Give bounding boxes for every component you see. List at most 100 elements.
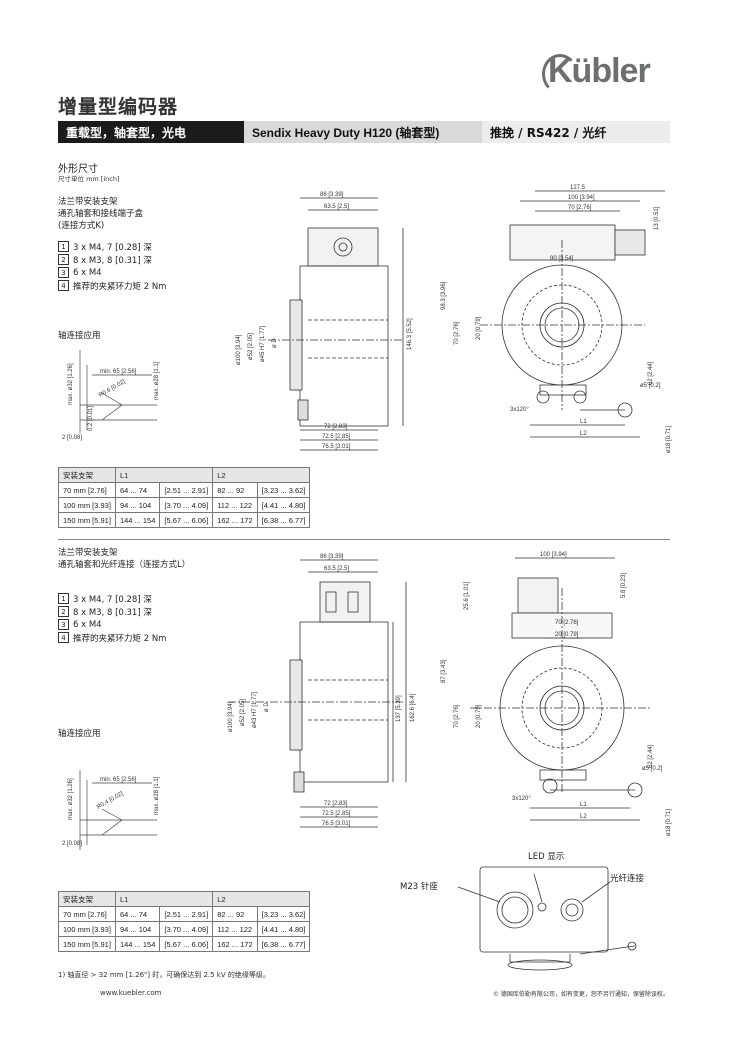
fiber-label: 光纤连接: [610, 874, 645, 884]
dim-label: 72 [2.83]: [324, 424, 348, 430]
front-view-drawing-1: 127.5 100 [3.94] 70 [2.76] 13 [0.51] 98.…: [441, 185, 672, 453]
dim-label: 13 [0.51]: [654, 206, 660, 230]
section1-title: 法兰带安装支架 通孔轴套和接线端子盒 (连接方式K): [58, 197, 144, 231]
section2-title: 法兰带安装支架 通孔轴套和光纤连接（连接方式L）: [58, 548, 191, 570]
m23-label: M23 针座: [400, 882, 438, 892]
shaft-dim: 2 [0.08]: [62, 435, 82, 441]
dim-label: 70 [2.76]: [555, 620, 579, 626]
dim-label: 62 [2.44]: [648, 361, 654, 385]
led-label: LED 显示: [528, 852, 565, 862]
copyright: © 德国库伯勒有限公司，如有变更，恕不另行通知，保留除误权。: [493, 991, 669, 998]
page-title: 增量型编码器: [58, 96, 179, 118]
dim-label: 20 [0.79]: [476, 704, 482, 728]
front-view-drawing-2: 100 [3.94] 70 [2.76] 20 [0.79] 25.6 [1.0…: [441, 552, 672, 836]
shaft-dim: max. ø32 [1.26]: [68, 778, 74, 820]
dim-label: ø45 H7 [1.77]: [260, 325, 266, 362]
dim-label: 162.6 [6.4]: [410, 693, 416, 722]
dim-label: 72 [2.83]: [324, 801, 348, 807]
dim-label: L2: [580, 431, 587, 437]
section1-shaft-label: 轴连接应用: [58, 331, 101, 341]
dim-label: 90 [3.54]: [550, 256, 574, 262]
table-row: 100 mm [3.93]94 ... 104[3.70 ... 4.09]11…: [58, 921, 311, 937]
header-product: Sendix Heavy Duty H120 (轴套型): [244, 121, 482, 143]
product-header-bar: 重载型，轴套型，光电 Sendix Heavy Duty H120 (轴套型) …: [58, 121, 670, 143]
shaft-dim: R0.4 [0.02]: [96, 791, 125, 811]
brand-logo: Kübler: [542, 52, 651, 94]
shaft-dim: min. 65 [2.56]: [100, 369, 137, 375]
shaft-dim: 2 [0.08]: [62, 841, 82, 847]
dim-label: 70 [2.76]: [568, 205, 592, 211]
shaft-dim: max. ø28 [1.1]: [154, 776, 160, 815]
dim-label: ø100 [3.94]: [228, 701, 234, 732]
dim-label: ø18 [0.71]: [666, 426, 672, 453]
website-link[interactable]: www.kuebler.com: [100, 989, 162, 997]
dim-label: 62 [2.44]: [648, 744, 654, 768]
logo-arc-icon: [542, 54, 578, 94]
dim-label: 87 [3.43]: [441, 659, 447, 683]
side-view-drawing-2: 86 [3.39] 63.5 [2.5] 72 [2.83] 72.5 [2.8…: [228, 554, 416, 828]
dim-label: 25.6 [1.01]: [464, 581, 470, 610]
dimensions-unit: 尺寸单位 mm [inch]: [58, 175, 120, 183]
table-header-row: 安装支架 L1 L2: [58, 467, 311, 483]
dim-label: 137 [5.39]: [396, 695, 402, 722]
dim-label: 72.5 [2.85]: [322, 811, 351, 817]
dim-label: 100 [3.94]: [568, 195, 595, 201]
table-row: 150 mm [5.91]144 ... 154[5.67 ... 6.06]1…: [58, 512, 311, 528]
dim-label: 86 [3.39]: [320, 192, 344, 198]
dim-label: 76.5 [3.01]: [322, 444, 351, 450]
dim-label: 3x120°: [512, 796, 531, 802]
shaft-detail-drawing-2: min. 65 [2.56] max. ø32 [1.26] R0.4 [0.0…: [62, 770, 160, 850]
dim-label: L2: [580, 814, 587, 820]
dim-label: 70 [2.76]: [454, 321, 460, 345]
dim-label: ø52 [2.05]: [240, 699, 246, 726]
table-row: 150 mm [5.91]144 ... 154[5.67 ... 6.06]1…: [58, 936, 311, 952]
shaft-dim: R0.6 [0.02]: [98, 379, 127, 399]
header-interface: 推挽 / RS422 / 光纤: [482, 121, 670, 143]
dim-label: ø100 [3.94]: [236, 334, 242, 365]
table-row: 100 mm [3.93]94 ... 104[3.70 ... 4.09]11…: [58, 497, 311, 513]
dim-label: 146.3 [5.52]: [407, 318, 413, 350]
header-category: 重载型，轴套型，光电: [58, 121, 244, 143]
table-row: 70 mm [2.76]64 ... 74[2.51 ... 2.91]82 .…: [58, 906, 311, 922]
dim-label: 3x120°: [510, 407, 529, 413]
footnote: 1) 轴直径 > 32 mm [1.26"] 时，可确保达到 2.5 kV 的绝…: [58, 971, 270, 979]
dim-label: 20 [0.79]: [476, 316, 482, 340]
dim-label: ø D: [272, 338, 278, 348]
table-header-row: 安装支架 L1 L2: [58, 891, 311, 907]
dim-label: 63.5 [2.5]: [324, 204, 349, 210]
shaft-dim: 0.2 [0.01]: [88, 406, 94, 431]
dim-label: 5.8 [0.23]: [621, 573, 627, 598]
dim-label: ø52 [2.05]: [248, 333, 254, 360]
shaft-dim: max. ø32 [1.26]: [68, 363, 74, 405]
dim-label: ø D: [264, 702, 270, 712]
dim-label: 98.3 [3.96]: [441, 281, 447, 310]
dim-label: 20 [0.79]: [555, 632, 579, 638]
connector-panel-drawing: [457, 866, 637, 971]
dim-label: 127.5: [570, 185, 586, 191]
dim-label: ø5 [0.2]: [640, 383, 661, 389]
shaft-dim: max. ø28 [1.1]: [154, 361, 160, 400]
mounting-table-2: 安装支架 L1 L2 70 mm [2.76]64 ... 74[2.51 ..…: [58, 891, 311, 952]
dim-label: 72.5 [2.85]: [322, 434, 351, 440]
section2-shaft-label: 轴连接应用: [58, 729, 101, 739]
dim-label: L1: [580, 419, 587, 425]
section-divider: [58, 539, 670, 540]
shaft-dim: min. 65 [2.56]: [100, 777, 137, 783]
dim-label: 70 [2.76]: [454, 704, 460, 728]
dim-label: 100 [3.94]: [540, 552, 567, 558]
dim-label: ø5 [0.2]: [642, 766, 663, 772]
dim-label: 86 [3.39]: [320, 554, 344, 560]
shaft-detail-drawing-1: min. 65 [2.56] max. ø32 [1.26] R0.6 [0.0…: [62, 350, 160, 441]
dim-label: L1: [580, 802, 587, 808]
side-view-drawing-1: 86 [3.39] 63.5 [2.5] 72 [2.83] 72.5 [2.8…: [236, 192, 413, 451]
